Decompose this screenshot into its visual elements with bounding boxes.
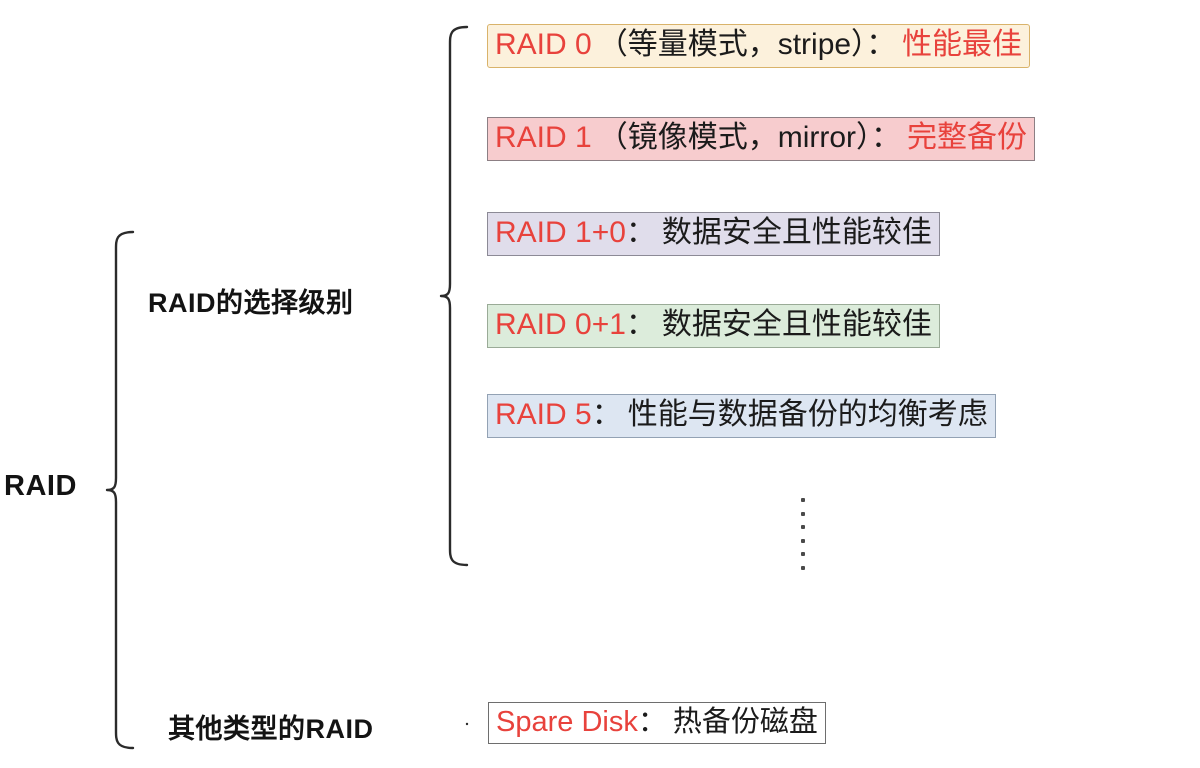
item-spare-disk-code: Spare Disk [496, 706, 638, 738]
item-raid1: RAID 1（镜像模式，mirror）：完整备份 [487, 117, 1036, 161]
item-raid1-code: RAID 1 [495, 121, 592, 154]
item-raid0-code: RAID 0 [495, 28, 592, 61]
item-raid10: RAID 1+0：数据安全且性能较佳 [487, 212, 940, 256]
item-spare-disk-highlight: 热备份磁盘 [672, 706, 818, 738]
root-brace [105, 230, 135, 750]
item-raid01-code: RAID 0+1 [495, 308, 626, 341]
root-label: RAID [4, 470, 77, 502]
item-raid5: RAID 5：性能与数据备份的均衡考虑 [487, 394, 996, 438]
item-raid10-highlight: 数据安全且性能较佳 [661, 216, 932, 249]
item-raid10-separator: ： [625, 216, 656, 249]
item-raid1-detail: （镜像模式，mirror） [597, 121, 872, 154]
item-raid10-code: RAID 1+0 [495, 216, 626, 249]
item-raid0-separator: ： [866, 28, 897, 61]
item-raid0-highlight: 性能最佳 [902, 28, 1023, 61]
item-spare-disk-separator: ： [637, 706, 667, 738]
item-raid1-separator: ： [871, 121, 902, 154]
item-raid0-detail: （等量模式，stripe） [597, 28, 867, 61]
branch-label-levels: RAID的选择级别 [148, 288, 354, 318]
item-raid5-separator: ： [591, 398, 622, 431]
item-raid01-highlight: 数据安全且性能较佳 [661, 308, 932, 341]
branch-label-others: 其他类型的RAID [168, 714, 374, 744]
item-raid5-highlight: 性能与数据备份的均衡考虑 [627, 398, 988, 431]
continuation-ellipsis-icon [797, 498, 809, 570]
item-raid0: RAID 0（等量模式，stripe）：性能最佳 [487, 24, 1031, 68]
levels-brace [439, 25, 469, 567]
item-raid5-code: RAID 5 [495, 398, 592, 431]
item-raid01-separator: ： [625, 308, 656, 341]
item-raid01: RAID 0+1：数据安全且性能较佳 [487, 304, 940, 348]
item-spare-disk: Spare Disk：热备份磁盘 [488, 702, 826, 745]
item-raid1-highlight: 完整备份 [907, 121, 1028, 154]
